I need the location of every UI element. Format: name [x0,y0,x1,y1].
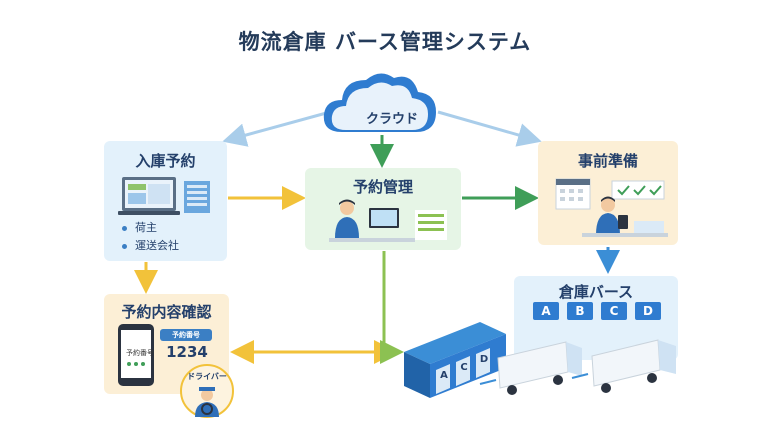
booking-number-value: 1234 [166,343,208,361]
driver-label: ドライバー [187,372,227,381]
operator-at-desk-icon [329,199,447,242]
confirm-box: 予約内容確認 [104,294,229,394]
warehouse-trucks-illustration [404,322,676,398]
booking-box: 予約管理 [305,168,461,250]
reception-title: 入庫予約 [135,152,196,170]
planning-staff-icon [555,178,668,237]
confirm-title: 予約内容確認 [121,303,212,321]
reception-item-carrier: 運送会社 [122,237,179,253]
bullet-dot-icon [122,225,127,231]
booking-number-tag: 予約番号 [160,329,212,341]
driver-avatar-icon [180,364,234,418]
arrow-cloud-to-prep [437,110,542,147]
bullet-dot-icon [122,243,127,249]
truck-bay-d: D [479,354,489,365]
berth-bay-c: C [601,302,627,320]
berth-bay-d: D [635,302,661,320]
truck-bay-a: A [440,370,448,381]
cloud-icon [323,73,436,132]
berth-bay-b: B [567,302,593,320]
reception-item-shipper: 荷主 [122,219,157,235]
prep-box: 事前準備 [538,141,678,245]
berth-title: 倉庫バース [558,283,634,301]
phone-booking-number-label: 予約番号 [126,349,154,357]
berth-bay-a: A [533,302,559,320]
smartphone-icon [118,324,154,386]
arrow-cloud-to-reception [222,110,331,147]
arrow-booking-to-berth [380,251,404,364]
booking-title: 予約管理 [352,178,413,196]
laptop-icon [118,177,210,215]
truck-bay-c: C [460,362,468,373]
reception-box: 入庫予約 荷主 運送会社 [104,141,227,261]
cloud-label: クラウド [365,112,418,127]
prep-title: 事前準備 [577,152,638,170]
diagram-title: 物流倉庫 バース管理システム [238,30,532,54]
